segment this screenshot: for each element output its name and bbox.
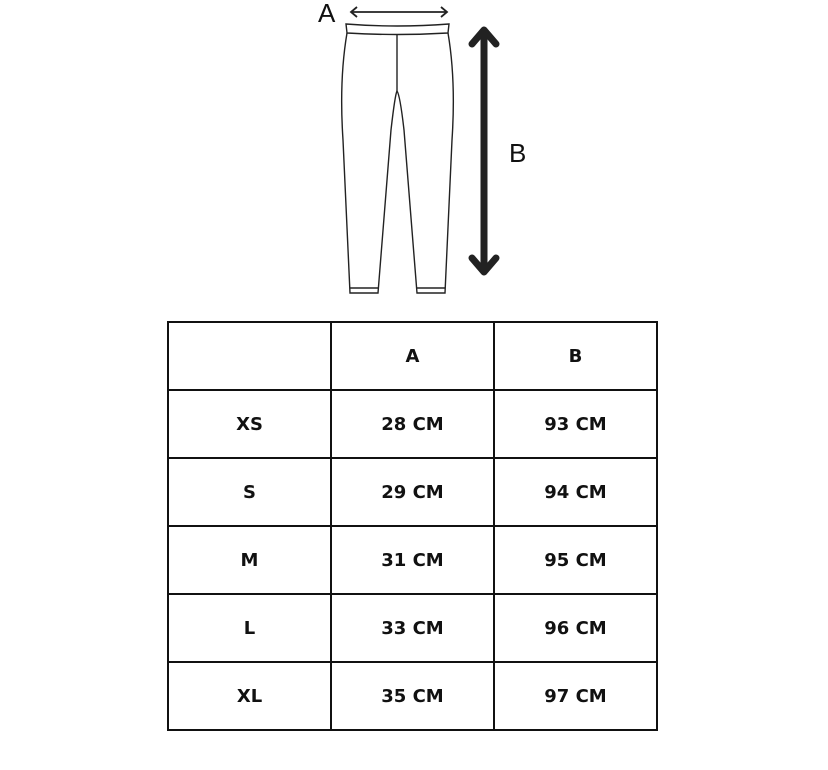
leggings-diagram: A B (318, 0, 526, 294)
a-cell: 31 CM (330, 525, 495, 595)
size-table: A B XS 28 CM 93 CM S 29 CM 94 CM M 31 CM… (167, 321, 658, 731)
header-cell-size (167, 321, 332, 391)
size-cell: XL (167, 661, 332, 731)
a-cell: 28 CM (330, 389, 495, 459)
width-arrow (349, 6, 449, 18)
table-row: L 33 CM 96 CM (167, 593, 658, 663)
table-row: S 29 CM 94 CM (167, 457, 658, 527)
b-cell: 96 CM (493, 593, 658, 663)
a-cell: 35 CM (330, 661, 495, 731)
size-cell: L (167, 593, 332, 663)
size-cell: XS (167, 389, 332, 459)
b-cell: 97 CM (493, 661, 658, 731)
b-cell: 95 CM (493, 525, 658, 595)
b-cell: 93 CM (493, 389, 658, 459)
header-cell-b: B (493, 321, 658, 391)
size-cell: S (167, 457, 332, 527)
length-arrow (468, 26, 500, 276)
table-row: M 31 CM 95 CM (167, 525, 658, 595)
header-cell-a: A (330, 321, 495, 391)
label-a: A (318, 0, 336, 28)
table-row: XL 35 CM 97 CM (167, 661, 658, 731)
a-cell: 33 CM (330, 593, 495, 663)
size-cell: M (167, 525, 332, 595)
table-row: XS 28 CM 93 CM (167, 389, 658, 459)
table-header-row: A B (167, 321, 658, 391)
leggings-outline (340, 23, 455, 294)
label-b: B (509, 138, 526, 168)
b-cell: 94 CM (493, 457, 658, 527)
a-cell: 29 CM (330, 457, 495, 527)
